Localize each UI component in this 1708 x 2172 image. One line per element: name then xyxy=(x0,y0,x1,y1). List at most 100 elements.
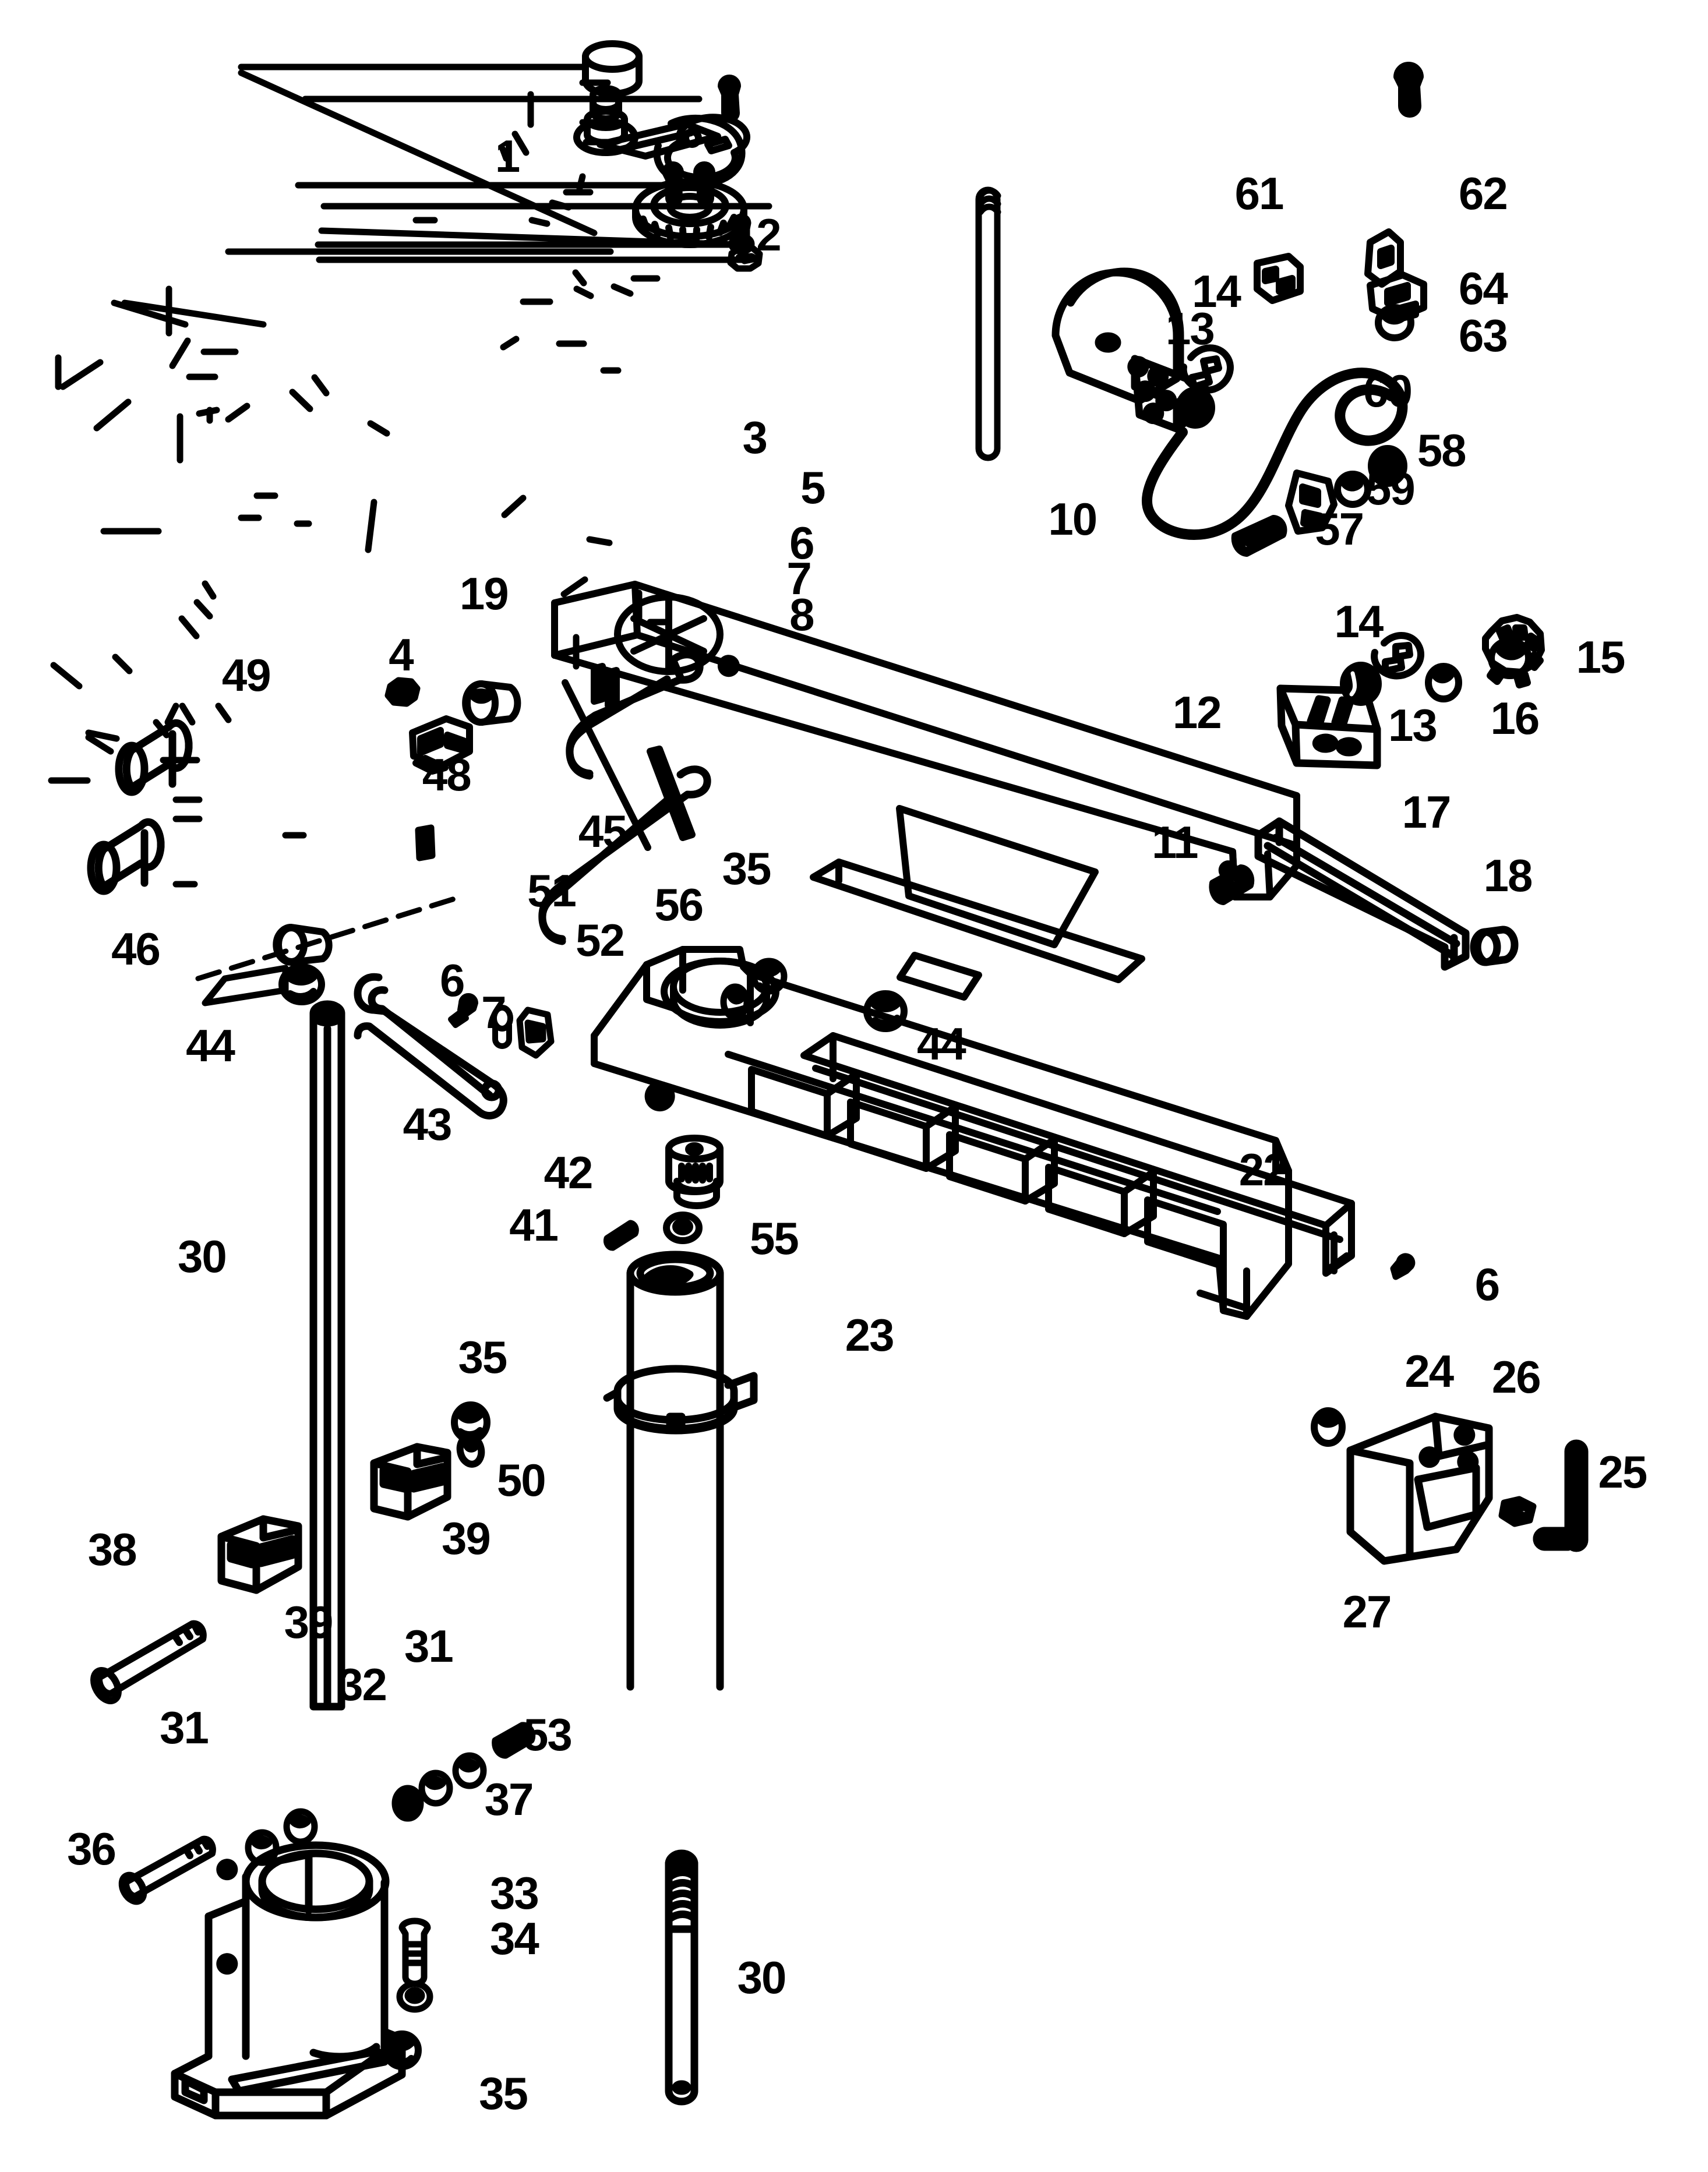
part-36-bolt xyxy=(118,1835,216,1905)
callout-18: 18 xyxy=(1483,849,1533,901)
callout-6: 6 xyxy=(1474,1258,1500,1310)
callout-12: 12 xyxy=(1172,687,1222,739)
callout-39: 39 xyxy=(284,1597,334,1648)
callout-13: 13 xyxy=(1388,699,1438,751)
part-13-washer-upper xyxy=(1176,387,1215,429)
part-27-end-cap xyxy=(1346,1412,1493,1565)
callout-5: 5 xyxy=(800,461,825,513)
callout-51: 51 xyxy=(527,865,577,917)
callout-30: 30 xyxy=(737,1951,787,2003)
part-13-washer-lower xyxy=(1340,662,1382,706)
part-30-rod-left xyxy=(309,1000,345,1711)
callout-45: 45 xyxy=(578,806,628,857)
part-58-washer xyxy=(1334,471,1371,508)
callout-11: 11 xyxy=(1152,817,1198,868)
part-14-bushing-lower xyxy=(1371,632,1424,680)
part-2-screw xyxy=(718,75,741,122)
callout-38: 38 xyxy=(87,1523,137,1575)
callout-41: 41 xyxy=(509,1199,559,1251)
callout-8: 8 xyxy=(789,588,814,640)
callout-37: 37 xyxy=(484,1773,534,1825)
part-31-washer-d xyxy=(283,1808,318,1845)
callout-44: 44 xyxy=(186,1019,235,1071)
part-64-strain-relief xyxy=(1364,228,1427,323)
part-29-column-tube xyxy=(603,1251,758,1691)
part-55-washer xyxy=(663,1212,703,1244)
callout-19: 19 xyxy=(459,568,509,620)
callout-7: 7 xyxy=(481,986,506,1038)
part-53-screw xyxy=(492,1722,536,1759)
part-59-bracket xyxy=(1285,469,1338,535)
part-46-handle xyxy=(538,765,711,945)
callout-56: 56 xyxy=(654,878,704,930)
callout-39: 39 xyxy=(442,1512,491,1564)
callout-48: 48 xyxy=(422,748,472,800)
callout-25: 25 xyxy=(1598,1446,1648,1498)
part-6-screw-mid xyxy=(448,993,478,1028)
callout-22: 22 xyxy=(1238,1143,1289,1195)
callout-26: 26 xyxy=(1491,1351,1541,1403)
part-11-screw xyxy=(1209,864,1255,905)
part-23-arm-channel xyxy=(591,946,1292,1320)
part-45-spacer xyxy=(462,680,521,726)
part-18-bushing xyxy=(1470,926,1519,966)
part-39-clamp-block-upper xyxy=(370,1443,451,1521)
part-5-bearing xyxy=(632,178,747,248)
part-32-washer xyxy=(391,1785,424,1822)
part-16-washer xyxy=(1425,663,1462,702)
callout-61: 61 xyxy=(1234,167,1284,219)
callout-30: 30 xyxy=(177,1231,227,1283)
part-spacer-mid xyxy=(273,924,333,966)
power-cord xyxy=(1141,368,1408,541)
callout-62: 62 xyxy=(1458,167,1508,219)
callout-14: 14 xyxy=(1192,266,1241,317)
callout-35: 35 xyxy=(479,2067,528,2119)
callout-63: 63 xyxy=(1458,310,1508,362)
part-41-roll-pin xyxy=(603,1220,639,1251)
part-22-track-rail xyxy=(800,1032,1355,1277)
callout-55: 55 xyxy=(750,1213,799,1265)
part-15-knurled-nut xyxy=(1482,614,1545,688)
callout-3: 3 xyxy=(742,412,768,464)
part-63-washer xyxy=(1375,304,1414,341)
callout-64: 64 xyxy=(1458,263,1508,315)
part-44-nut-left xyxy=(278,963,325,1005)
callout-44: 44 xyxy=(917,1018,966,1070)
callout-1: 1 xyxy=(495,130,520,182)
callout-50: 50 xyxy=(496,1454,546,1506)
callout-27: 27 xyxy=(1342,1585,1392,1637)
part-43-latch-lever xyxy=(354,973,507,1119)
callout-16: 16 xyxy=(1490,692,1540,744)
part-51-clamp xyxy=(409,715,473,775)
callout-60: 60 xyxy=(1363,365,1413,416)
callout-46: 46 xyxy=(111,923,161,974)
part-10-pin xyxy=(975,186,1001,461)
part-6-screw-right xyxy=(1390,1253,1416,1280)
callout-2: 2 xyxy=(756,209,781,260)
callout-6: 6 xyxy=(439,955,465,1006)
part-4-nut xyxy=(384,677,421,707)
callout-57: 57 xyxy=(1315,503,1364,555)
part-14-bushing-upper xyxy=(1180,344,1234,394)
callout-31: 31 xyxy=(404,1620,454,1672)
callout-58: 58 xyxy=(1417,424,1467,476)
callout-7: 7 xyxy=(786,553,811,605)
callout-17: 17 xyxy=(1402,786,1452,838)
part-31-washer-a xyxy=(418,1770,453,1807)
part-26-screw xyxy=(1498,1496,1537,1527)
callout-23: 23 xyxy=(845,1309,895,1361)
callout-13: 13 xyxy=(1166,303,1215,355)
callout-42: 42 xyxy=(544,1146,594,1198)
part-39-clamp-block-lower xyxy=(217,1515,302,1594)
callout-59: 59 xyxy=(1366,463,1416,515)
callout-35: 35 xyxy=(722,843,772,895)
part-30-rod-bottom xyxy=(665,1849,698,2106)
part-62-screw xyxy=(1393,62,1424,118)
part-35-nut-bottom xyxy=(382,2030,422,2070)
callout-15: 15 xyxy=(1576,631,1626,683)
part-60-bushing xyxy=(1368,445,1407,487)
callout-33: 33 xyxy=(490,1867,539,1919)
part-49-grip xyxy=(115,719,193,796)
part-50-washer xyxy=(456,1433,485,1468)
